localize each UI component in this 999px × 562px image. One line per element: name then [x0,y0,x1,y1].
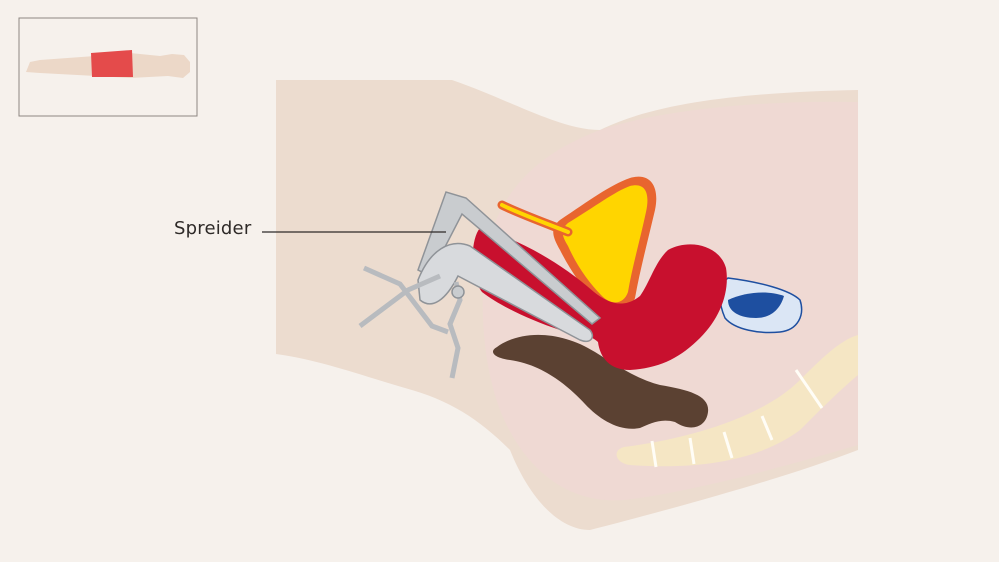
sacrum [616,335,858,468]
speculum-instrument [358,191,602,379]
ureter-lumen [500,203,570,234]
pubic-bone [719,277,803,334]
speculum-label: Spreider [174,218,252,239]
rectum [493,334,709,429]
bladder [553,176,657,313]
thumbnail-highlight-region [91,50,133,77]
body-position-thumbnail [18,17,198,117]
